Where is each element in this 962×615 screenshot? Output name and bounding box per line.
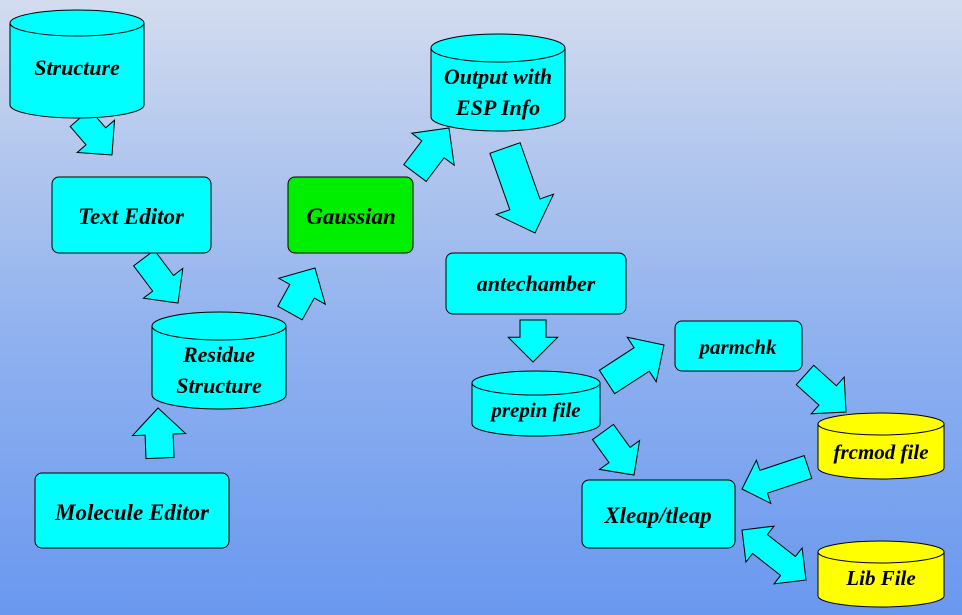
arrows: [69, 108, 847, 585]
node-text-editor: Text Editor: [51, 176, 212, 254]
node-parmchk-label: parmchk: [697, 335, 777, 359]
arrow-prepin-file-to-parmchk: [598, 336, 665, 395]
node-residue-structure-line1: Residue: [182, 342, 255, 367]
node-residue-structure-line2: Structure: [176, 373, 262, 398]
node-gaussian-label: Gaussian: [306, 204, 395, 229]
node-parmchk: parmchk: [674, 320, 803, 372]
node-parmchk-box: [674, 320, 803, 372]
node-frcmod-file-label: frcmod file: [833, 440, 928, 464]
node-antechamber-label: antechamber: [477, 271, 596, 296]
node-residue-structure-top: [151, 311, 287, 341]
node-residue-structure-body: [151, 326, 287, 410]
node-lib-file: Lib File: [817, 540, 945, 608]
node-structure: Structure: [9, 9, 145, 119]
node-output-esp-line2: ESP Info: [455, 95, 540, 120]
node-antechamber-box: [445, 252, 627, 315]
node-text-editor-box: [51, 176, 212, 254]
node-lib-file-top: [817, 540, 945, 564]
arrow-frcmod-file-to-xleap-tleap: [741, 454, 813, 505]
node-xleap-tleap-label: Xleap/tleap: [603, 503, 711, 528]
node-prepin-file-top: [471, 370, 601, 396]
arrow-prepin-file-to-xleap-tleap: [591, 423, 641, 476]
node-structure-top: [9, 9, 145, 37]
node-text-editor-label: Text Editor: [78, 204, 185, 229]
node-xleap-tleap: Xleap/tleap: [581, 479, 736, 549]
node-structure-label: Structure: [34, 55, 120, 80]
node-output-esp: Output with ESP Info: [430, 33, 566, 132]
node-prepin-file-label: prepin file: [489, 398, 580, 422]
node-residue-structure: Residue Structure: [151, 311, 287, 410]
node-frcmod-file-top: [817, 412, 945, 436]
node-antechamber: antechamber: [445, 252, 627, 315]
arrow-xleap-tleap-to-lib-file: [741, 525, 807, 585]
node-structure-body: [9, 23, 145, 119]
arrow-output-esp-to-antechamber: [489, 142, 555, 234]
node-gaussian-box: [287, 176, 414, 254]
node-gaussian: Gaussian: [287, 176, 414, 254]
node-output-esp-top: [430, 33, 566, 63]
node-prepin-file-body: [471, 383, 601, 437]
arrow-residue-structure-to-gaussian: [277, 267, 327, 321]
node-lib-file-label: Lib File: [845, 566, 915, 590]
arrow-molecule-editor-to-residue-structure: [131, 407, 187, 460]
arrow-parmchk-to-frcmod-file: [795, 364, 847, 415]
node-xleap-tleap-box: [581, 479, 736, 549]
node-prepin-file: prepin file: [471, 370, 601, 437]
arrow-text-editor-to-residue-structure: [132, 249, 184, 304]
node-frcmod-file: frcmod file: [817, 412, 945, 480]
node-output-esp-line1: Output with: [444, 64, 552, 89]
node-frcmod-file-body: [817, 424, 945, 480]
node-lib-file-body: [817, 552, 945, 608]
arrow-gaussian-to-output-esp: [403, 127, 455, 183]
node-molecule-editor-label: Molecule Editor: [54, 500, 210, 525]
node-output-esp-body: [430, 48, 566, 132]
node-molecule-editor-box: [34, 472, 230, 549]
arrow-antechamber-to-prepin-file: [507, 319, 559, 363]
node-molecule-editor: Molecule Editor: [34, 472, 230, 549]
